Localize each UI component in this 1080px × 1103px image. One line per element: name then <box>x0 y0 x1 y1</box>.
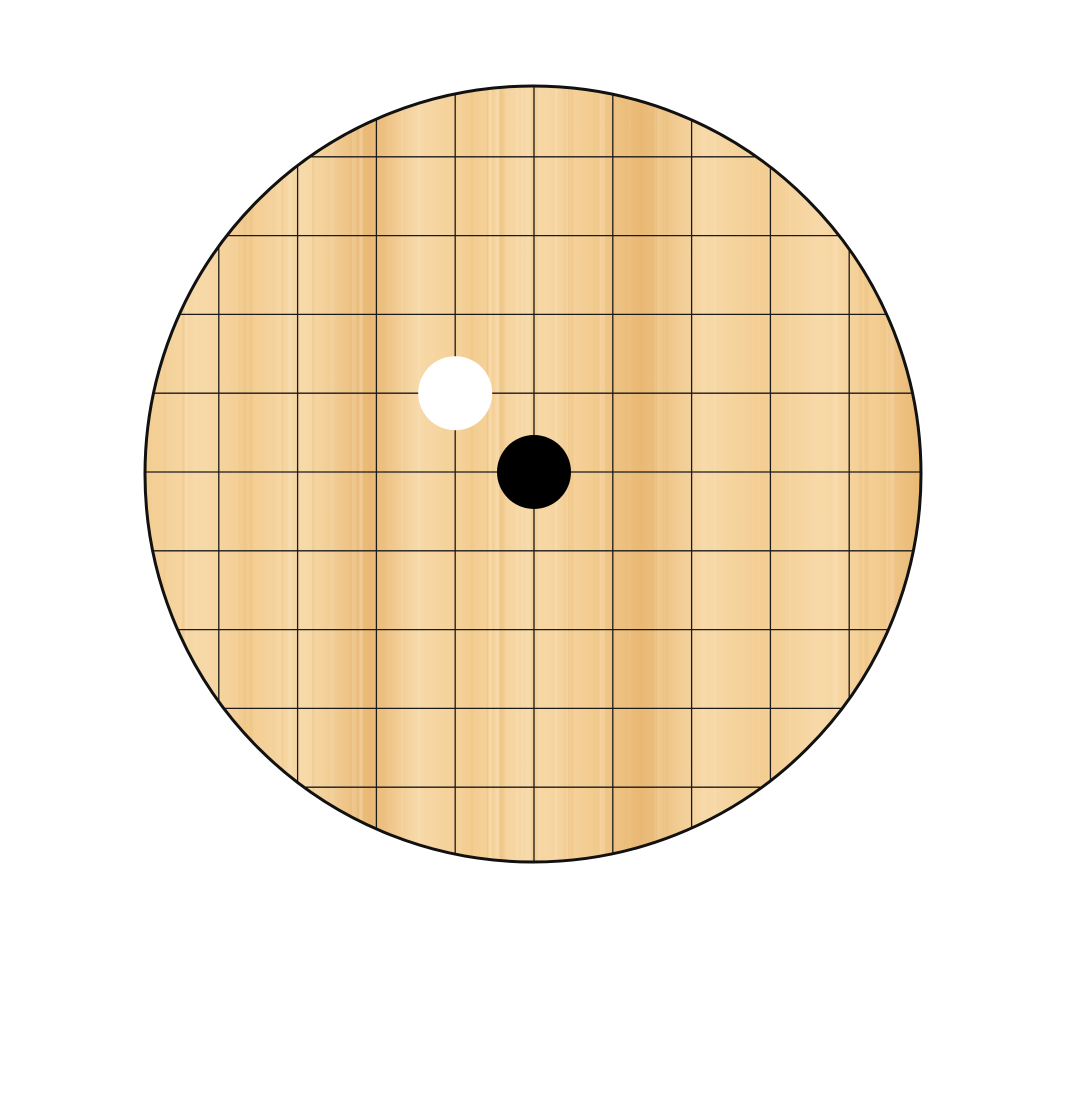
wood-grain-streak <box>658 86 662 862</box>
wood-grain-streak <box>470 86 474 862</box>
wood-grain-streak <box>249 86 253 862</box>
wood-grain-streak <box>758 86 760 862</box>
wood-grain-streak <box>289 86 292 862</box>
wood-grain-streak <box>242 86 247 862</box>
wood-grain-streak <box>243 86 248 862</box>
board-edge <box>143 84 923 864</box>
wood-grain-streak <box>864 86 869 862</box>
wood-grain-streak <box>651 86 654 862</box>
wood-grain-streak <box>163 86 166 862</box>
wood-grain-streak <box>666 86 668 862</box>
wood-grain-streak <box>287 86 292 862</box>
wood-grain-streak <box>277 86 283 862</box>
wood-grain-streak <box>833 86 838 862</box>
wood-grain-streak <box>838 86 843 862</box>
wood-grain-streak <box>767 86 771 862</box>
wood-grain-streak <box>575 86 577 862</box>
black-stone[interactable] <box>497 435 571 509</box>
wood-grain-streak <box>182 86 185 862</box>
wood-grain-streak <box>352 86 357 862</box>
wood-grain-streak <box>185 86 188 862</box>
stones <box>418 356 571 509</box>
wood-grain-streak <box>312 86 315 862</box>
wood-grain-streak <box>330 86 335 862</box>
wood-grain-streak <box>417 86 421 862</box>
wood-grain-streak <box>250 86 253 862</box>
wood-grain-streak <box>349 86 352 862</box>
wood-grain-streak <box>486 86 489 862</box>
wood-grain-streak <box>459 86 462 862</box>
wood-grain-streak <box>485 86 490 862</box>
wood-grain-streak <box>354 86 359 862</box>
wood-grain-streak <box>359 86 362 862</box>
wood-grain-streak <box>891 86 895 862</box>
wood-grain-streak <box>238 86 242 862</box>
wood-grain-streak <box>789 86 791 862</box>
wood-grain-streak <box>486 86 488 862</box>
board-grid <box>145 86 921 862</box>
wood-grain-streak <box>655 86 657 862</box>
white-stone[interactable] <box>418 356 493 431</box>
wood-grain-streak <box>602 86 605 862</box>
wood-grain-streak <box>204 86 210 862</box>
wood-grain-streak <box>281 86 283 862</box>
wood-grain-streak <box>701 86 705 862</box>
wood-grain-streak <box>401 86 403 862</box>
wood-grain-streak <box>194 86 198 862</box>
wood-grain-streak <box>656 86 658 862</box>
wood-grain-streak <box>657 86 662 862</box>
wood-grain-streak <box>629 86 631 862</box>
wood-grain-streak <box>612 86 616 862</box>
wood-grain-streak <box>859 86 863 862</box>
wood-grain-streak <box>599 86 603 862</box>
wood-grain-streak <box>713 86 717 862</box>
wood-grain-streak <box>382 86 387 862</box>
wood-grain-streak <box>488 86 492 862</box>
wood-grain-streak <box>359 86 363 862</box>
wood-grain-streak <box>889 86 893 862</box>
wood-grain-streak <box>275 86 277 862</box>
wood-grain-streak <box>300 86 304 862</box>
wood-grain-streak <box>886 86 889 862</box>
